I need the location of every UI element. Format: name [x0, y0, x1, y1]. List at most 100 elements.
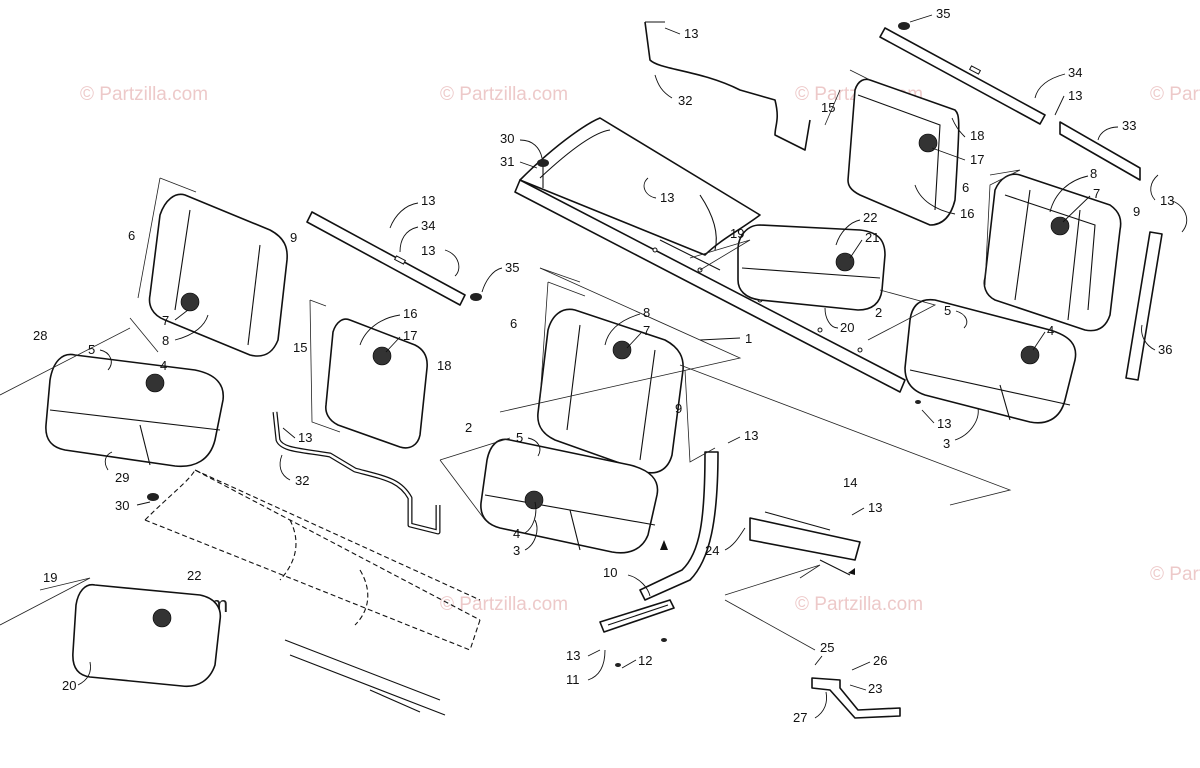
callout-13: 13 — [684, 26, 698, 41]
seat-back-center — [537, 308, 684, 474]
seat-back-left — [148, 193, 288, 357]
callout-25: 25 — [820, 640, 834, 655]
main-seat-frame — [514, 117, 906, 393]
seat-cushion-left — [45, 353, 224, 468]
callout-7: 7 — [643, 323, 650, 338]
callout-13: 13 — [1068, 88, 1082, 103]
callout-13: 13 — [421, 193, 435, 208]
callout-4: 4 — [1047, 323, 1054, 338]
callout-19: 19 — [43, 570, 57, 585]
callout-33: 33 — [1122, 118, 1136, 133]
watermark: © Partzilla.com — [1150, 84, 1200, 105]
callout-26: 26 — [873, 653, 887, 668]
seat-cushion-middle — [737, 224, 886, 311]
callout-32: 32 — [678, 93, 692, 108]
callout-20: 20 — [840, 320, 854, 335]
callout-21: 21 — [865, 230, 879, 245]
callout-13: 13 — [660, 190, 674, 205]
callout-7: 7 — [162, 313, 169, 328]
bracket-bar-top-right — [879, 22, 1046, 125]
callout-35: 35 — [936, 6, 950, 21]
callout-10: 10 — [603, 565, 617, 580]
small-bracket — [1059, 121, 1141, 181]
callout-11: 11 — [566, 672, 580, 687]
callout-15: 15 — [293, 340, 307, 355]
callout-13: 13 — [298, 430, 312, 445]
callout-24: 24 — [705, 543, 719, 558]
callout-6: 6 — [128, 228, 135, 243]
callout-9: 9 — [290, 230, 297, 245]
watermark: © Partzilla.com — [80, 84, 208, 105]
callout-8: 8 — [643, 305, 650, 320]
projection-lines — [0, 69, 1021, 651]
backrest-post — [639, 451, 719, 601]
callout-23: 23 — [868, 681, 882, 696]
callout-36: 36 — [1158, 342, 1172, 357]
callout-35: 35 — [505, 260, 519, 275]
callout-1: 1 — [745, 331, 752, 346]
watermark: © Partzilla.com — [1150, 564, 1200, 585]
callout-32: 32 — [295, 473, 309, 488]
callout-27: 27 — [793, 710, 807, 725]
callout-5: 5 — [88, 342, 95, 357]
callout-13: 13 — [1160, 193, 1174, 208]
callout-13: 13 — [868, 500, 882, 515]
callout-12: 12 — [638, 653, 652, 668]
callout-8: 8 — [162, 333, 169, 348]
seat-cushion-lower-left — [72, 583, 222, 688]
seat-back-top-right — [983, 173, 1122, 332]
callout-7: 7 — [1093, 186, 1100, 201]
bracket-bar-left — [306, 211, 482, 306]
callout-30: 30 — [500, 131, 514, 146]
seat-support-rod-left — [272, 411, 441, 535]
callout-layer: 1 2 2 3 3 4 4 4 5 5 5 6 6 6 7 7 7 8 8 8 … — [33, 6, 1188, 725]
callout-13: 13 — [566, 648, 580, 663]
seat-frame-lower-left — [144, 469, 481, 716]
callout-6: 6 — [962, 180, 969, 195]
callout-4: 4 — [160, 358, 167, 373]
callout-19: 19 — [730, 226, 744, 241]
callout-9: 9 — [1133, 204, 1140, 219]
callout-5: 5 — [516, 430, 523, 445]
stud-and-nut — [537, 159, 549, 188]
callout-4: 4 — [513, 526, 520, 541]
footrest — [599, 599, 675, 633]
callout-2: 2 — [465, 420, 472, 435]
direction-arrows — [660, 540, 855, 575]
watermark: © Partzilla.com — [440, 84, 568, 105]
callout-2: 2 — [875, 305, 882, 320]
callout-6: 6 — [510, 316, 517, 331]
seat-cushion-right — [904, 298, 1077, 424]
callout-34: 34 — [1068, 65, 1082, 80]
callout-16: 16 — [403, 306, 417, 321]
watermark: © Partzilla.com — [795, 594, 923, 615]
hinge-bracket — [811, 677, 901, 719]
callout-13: 13 — [744, 428, 758, 443]
seat-back-top-center — [847, 78, 960, 226]
callout-5: 5 — [944, 303, 951, 318]
callout-17: 17 — [970, 152, 984, 167]
mounting-plate — [749, 511, 861, 576]
callout-29: 29 — [115, 470, 129, 485]
callout-13: 13 — [421, 243, 435, 258]
callout-34: 34 — [421, 218, 435, 233]
seat-cushion-center — [480, 438, 659, 554]
vertical-post — [1125, 231, 1163, 381]
callout-22: 22 — [863, 210, 877, 225]
callout-31: 31 — [500, 154, 514, 169]
callout-3: 3 — [943, 436, 950, 451]
callout-8: 8 — [1090, 166, 1097, 181]
callout-28: 28 — [33, 328, 47, 343]
watermark: © Partzilla.com — [440, 594, 568, 615]
callout-22: 22 — [187, 568, 201, 583]
seat-support-rod-upper — [644, 21, 811, 151]
callout-3: 3 — [513, 543, 520, 558]
callout-20: 20 — [62, 678, 76, 693]
callout-13: 13 — [937, 416, 951, 431]
callout-14: 14 — [843, 475, 857, 490]
callout-16: 16 — [960, 206, 974, 221]
callout-30: 30 — [115, 498, 129, 513]
callout-17: 17 — [403, 328, 417, 343]
callout-18: 18 — [970, 128, 984, 143]
